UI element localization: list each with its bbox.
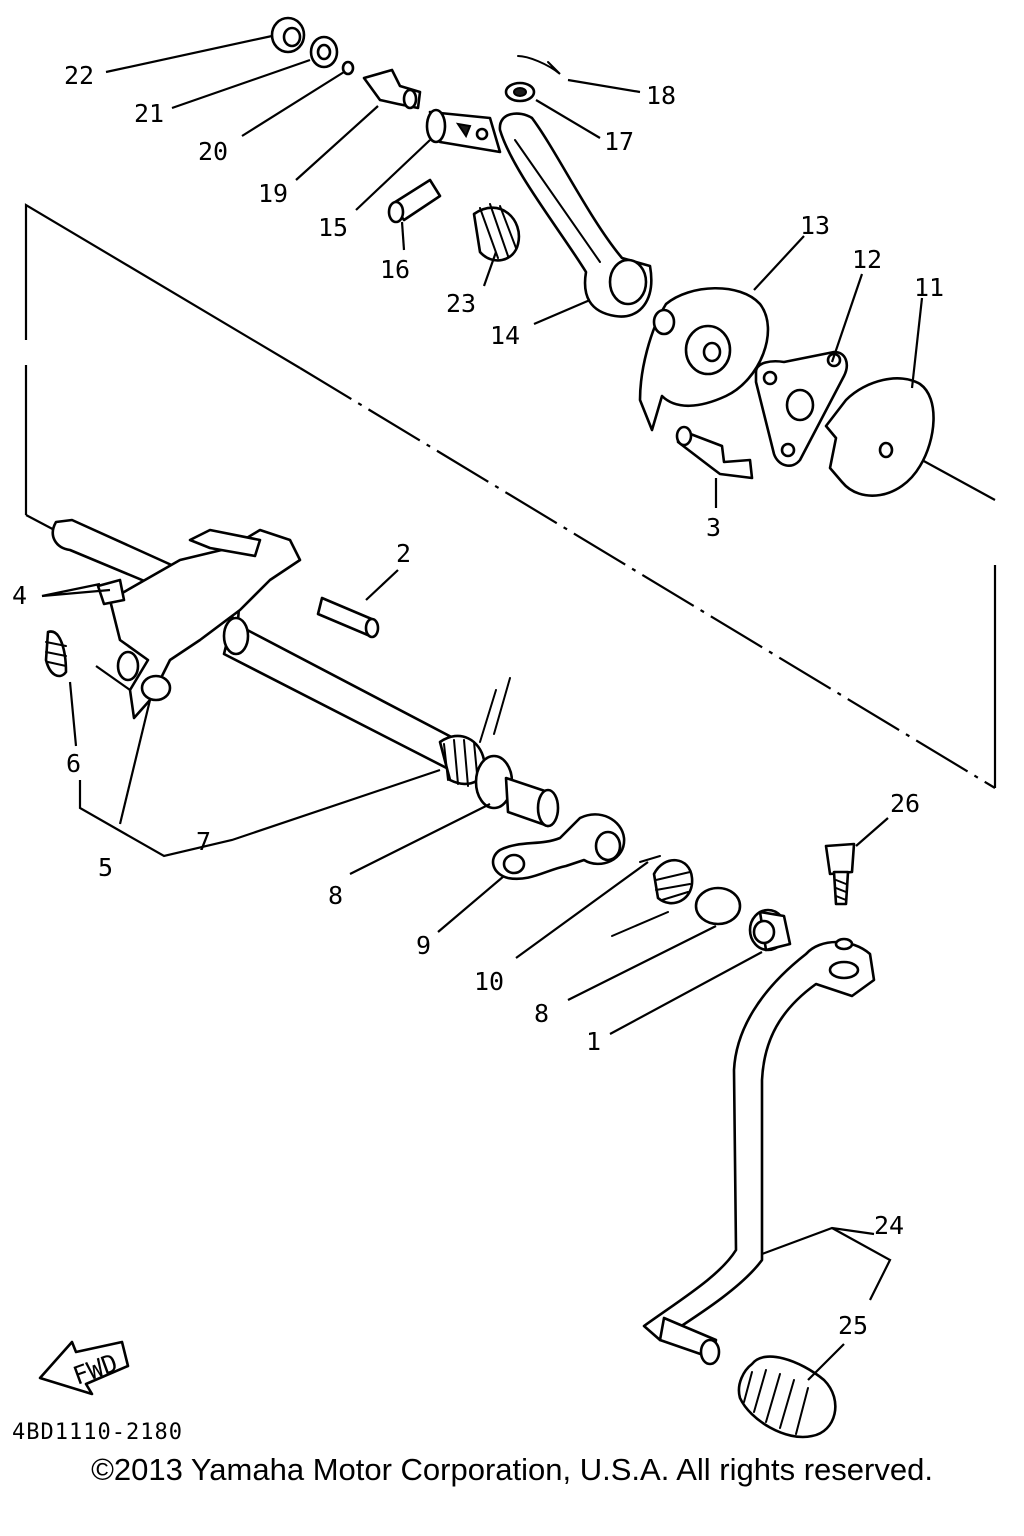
part-26-bolt (824, 842, 856, 906)
part-18-cotter-pin (517, 55, 561, 75)
callout-21: 21 (134, 99, 164, 128)
fwd-arrow-icon: FWD (38, 1340, 130, 1396)
callout-4: 4 (12, 581, 27, 610)
callout-18: 18 (646, 81, 676, 110)
callout-1: 1 (586, 1027, 601, 1056)
copyright-notice: ©2013 Yamaha Motor Corporation, U.S.A. A… (91, 1452, 933, 1487)
callout-26: 26 (890, 789, 920, 818)
part-19-bolt (362, 68, 422, 110)
callout-13: 13 (800, 211, 830, 240)
part-23-spring (472, 203, 521, 262)
callout-16: 16 (380, 255, 410, 284)
callout-2: 2 (396, 539, 411, 568)
part-24-shift-pedal (642, 937, 876, 1366)
callout-3: 3 (706, 513, 721, 542)
subassembly-frame (24, 203, 997, 789)
callout-7: 7 (196, 827, 211, 856)
part-22-nut (270, 16, 306, 54)
part-14-shift-arm (498, 112, 653, 318)
callout-5: 5 (98, 853, 113, 882)
part-21-washer (309, 35, 339, 69)
callout-23: 23 (446, 289, 476, 318)
part-8-collar (474, 754, 560, 828)
callout-17: 17 (604, 127, 634, 156)
part-3-stopper-bolt (675, 425, 754, 480)
callout-8-upper: 8 (328, 881, 343, 910)
callout-14: 14 (490, 321, 520, 350)
part-12-stopper-plate (754, 350, 848, 467)
leader-lines (41, 34, 924, 1381)
callout-9: 9 (416, 931, 431, 960)
part-1-collar (748, 908, 792, 952)
part-7-shift-shaft-assembly (51, 518, 482, 782)
part-9-lever (491, 813, 626, 881)
callout-10: 10 (474, 967, 504, 996)
callout-22: 22 (64, 61, 94, 90)
part-17-washer (504, 81, 536, 103)
callout-8-lower: 8 (534, 999, 549, 1028)
callout-11: 11 (914, 273, 944, 302)
part-15-joint (425, 108, 502, 154)
callout-24: 24 (874, 1211, 904, 1240)
part-13-segment-plate (638, 287, 770, 432)
part-2-pin (316, 596, 380, 639)
callout-19: 19 (258, 179, 288, 208)
part-10-spring (611, 855, 694, 937)
part-16-pin (387, 178, 442, 224)
callout-25: 25 (838, 1311, 868, 1340)
callout-20: 20 (198, 137, 228, 166)
part-6-spring (44, 630, 68, 678)
part-8-washer (694, 886, 742, 926)
callout-12: 12 (852, 245, 882, 274)
callout-6: 6 (66, 749, 81, 778)
document-code: 4BD1110-2180 (12, 1420, 183, 1445)
callout-15: 15 (318, 213, 348, 242)
part-20-o-ring (341, 60, 355, 76)
part-11-segment (824, 377, 935, 497)
callout-numbers: 22 21 20 19 15 16 18 17 23 14 13 12 11 3… (12, 61, 944, 1340)
